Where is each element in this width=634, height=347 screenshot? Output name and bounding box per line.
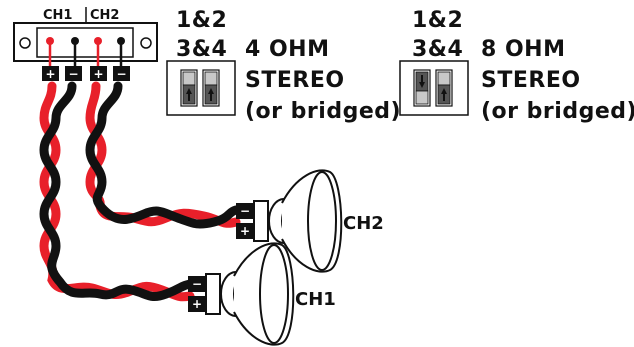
terminal-screw-4 (117, 37, 125, 45)
terminal-screw-3 (94, 37, 102, 45)
up-arrow-icon (441, 88, 447, 101)
config-8ohm-line2: 3&4 (412, 37, 463, 62)
ch1-speaker-label: CH1 (295, 289, 336, 310)
mount-hole-right (140, 37, 152, 49)
config-4ohm-note: (or bridged) (245, 99, 401, 124)
dip-switch-4ohm-toggle-2 (202, 69, 220, 107)
ch2-speaker-label: CH2 (343, 213, 384, 234)
ch2-speaker: − + CH2 (236, 169, 384, 273)
config-8ohm: 1&2 3&4 8 OHM STEREO (or bridged) (399, 8, 634, 124)
terminal-sign-box-1 (42, 66, 59, 81)
terminal-sign-box-4 (113, 66, 130, 81)
ch2-label: CH2 (90, 8, 119, 23)
mount-hole-left (19, 37, 31, 49)
terminal-sign-1: + (45, 67, 55, 81)
config-8ohm-line1: 1&2 (412, 8, 463, 33)
dip-switch-8ohm-toggle-2 (435, 69, 453, 107)
up-arrow-icon (208, 88, 214, 101)
ch1-minus-sign: − (192, 277, 202, 291)
ch1-surround (259, 244, 289, 344)
ch2-plus-box (236, 223, 254, 239)
ch1-minus-box (188, 276, 206, 292)
terminal-sign-3: + (93, 67, 103, 81)
dip-switch-8ohm (399, 60, 469, 116)
dip-switch-8ohm-toggle-1 (413, 69, 431, 107)
down-arrow-icon (419, 75, 425, 88)
ch2-cone (281, 169, 343, 273)
ch1-speaker: − + CH1 (188, 242, 336, 346)
config-4ohm-impedance: 4 OHM (245, 37, 329, 62)
config-8ohm-mode: STEREO (481, 68, 581, 93)
ch1-cone (233, 242, 295, 346)
config-4ohm-line2: 3&4 (176, 37, 227, 62)
ch1-magnet (205, 273, 221, 315)
terminal-sign-2: − (68, 67, 78, 81)
ch1-twisted-pair (39, 81, 195, 302)
config-8ohm-note: (or bridged) (481, 99, 634, 124)
terminal-sign-box-2 (65, 66, 82, 81)
ch1-label: CH1 (43, 8, 72, 23)
dip-switch-4ohm (166, 60, 236, 116)
ch2-twisted-pair (85, 81, 241, 229)
config-8ohm-impedance: 8 OHM (481, 37, 565, 62)
terminal-sign-box-3 (90, 66, 107, 81)
ch1-plus-box (188, 296, 206, 312)
ch2-minus-sign: − (240, 204, 250, 218)
terminal-connector: CH1 CH2 + − + − (13, 7, 158, 81)
ch1-plus-sign: + (192, 297, 202, 311)
ch2-minus-box (236, 203, 254, 219)
dip-switch-4ohm-toggle-1 (180, 69, 198, 107)
terminal-sign-4: − (116, 67, 126, 81)
config-4ohm-mode: STEREO (245, 68, 345, 93)
ch2-plus-sign: + (240, 224, 250, 238)
config-4ohm: 1&2 3&4 4 OHM STEREO (or bridged) (166, 8, 401, 124)
config-4ohm-line1: 1&2 (176, 8, 227, 33)
terminal-screw-2 (71, 37, 79, 45)
up-arrow-icon (186, 88, 192, 101)
ch2-magnet (253, 200, 269, 242)
ch2-surround (307, 171, 337, 271)
terminal-screw-1 (46, 37, 54, 45)
